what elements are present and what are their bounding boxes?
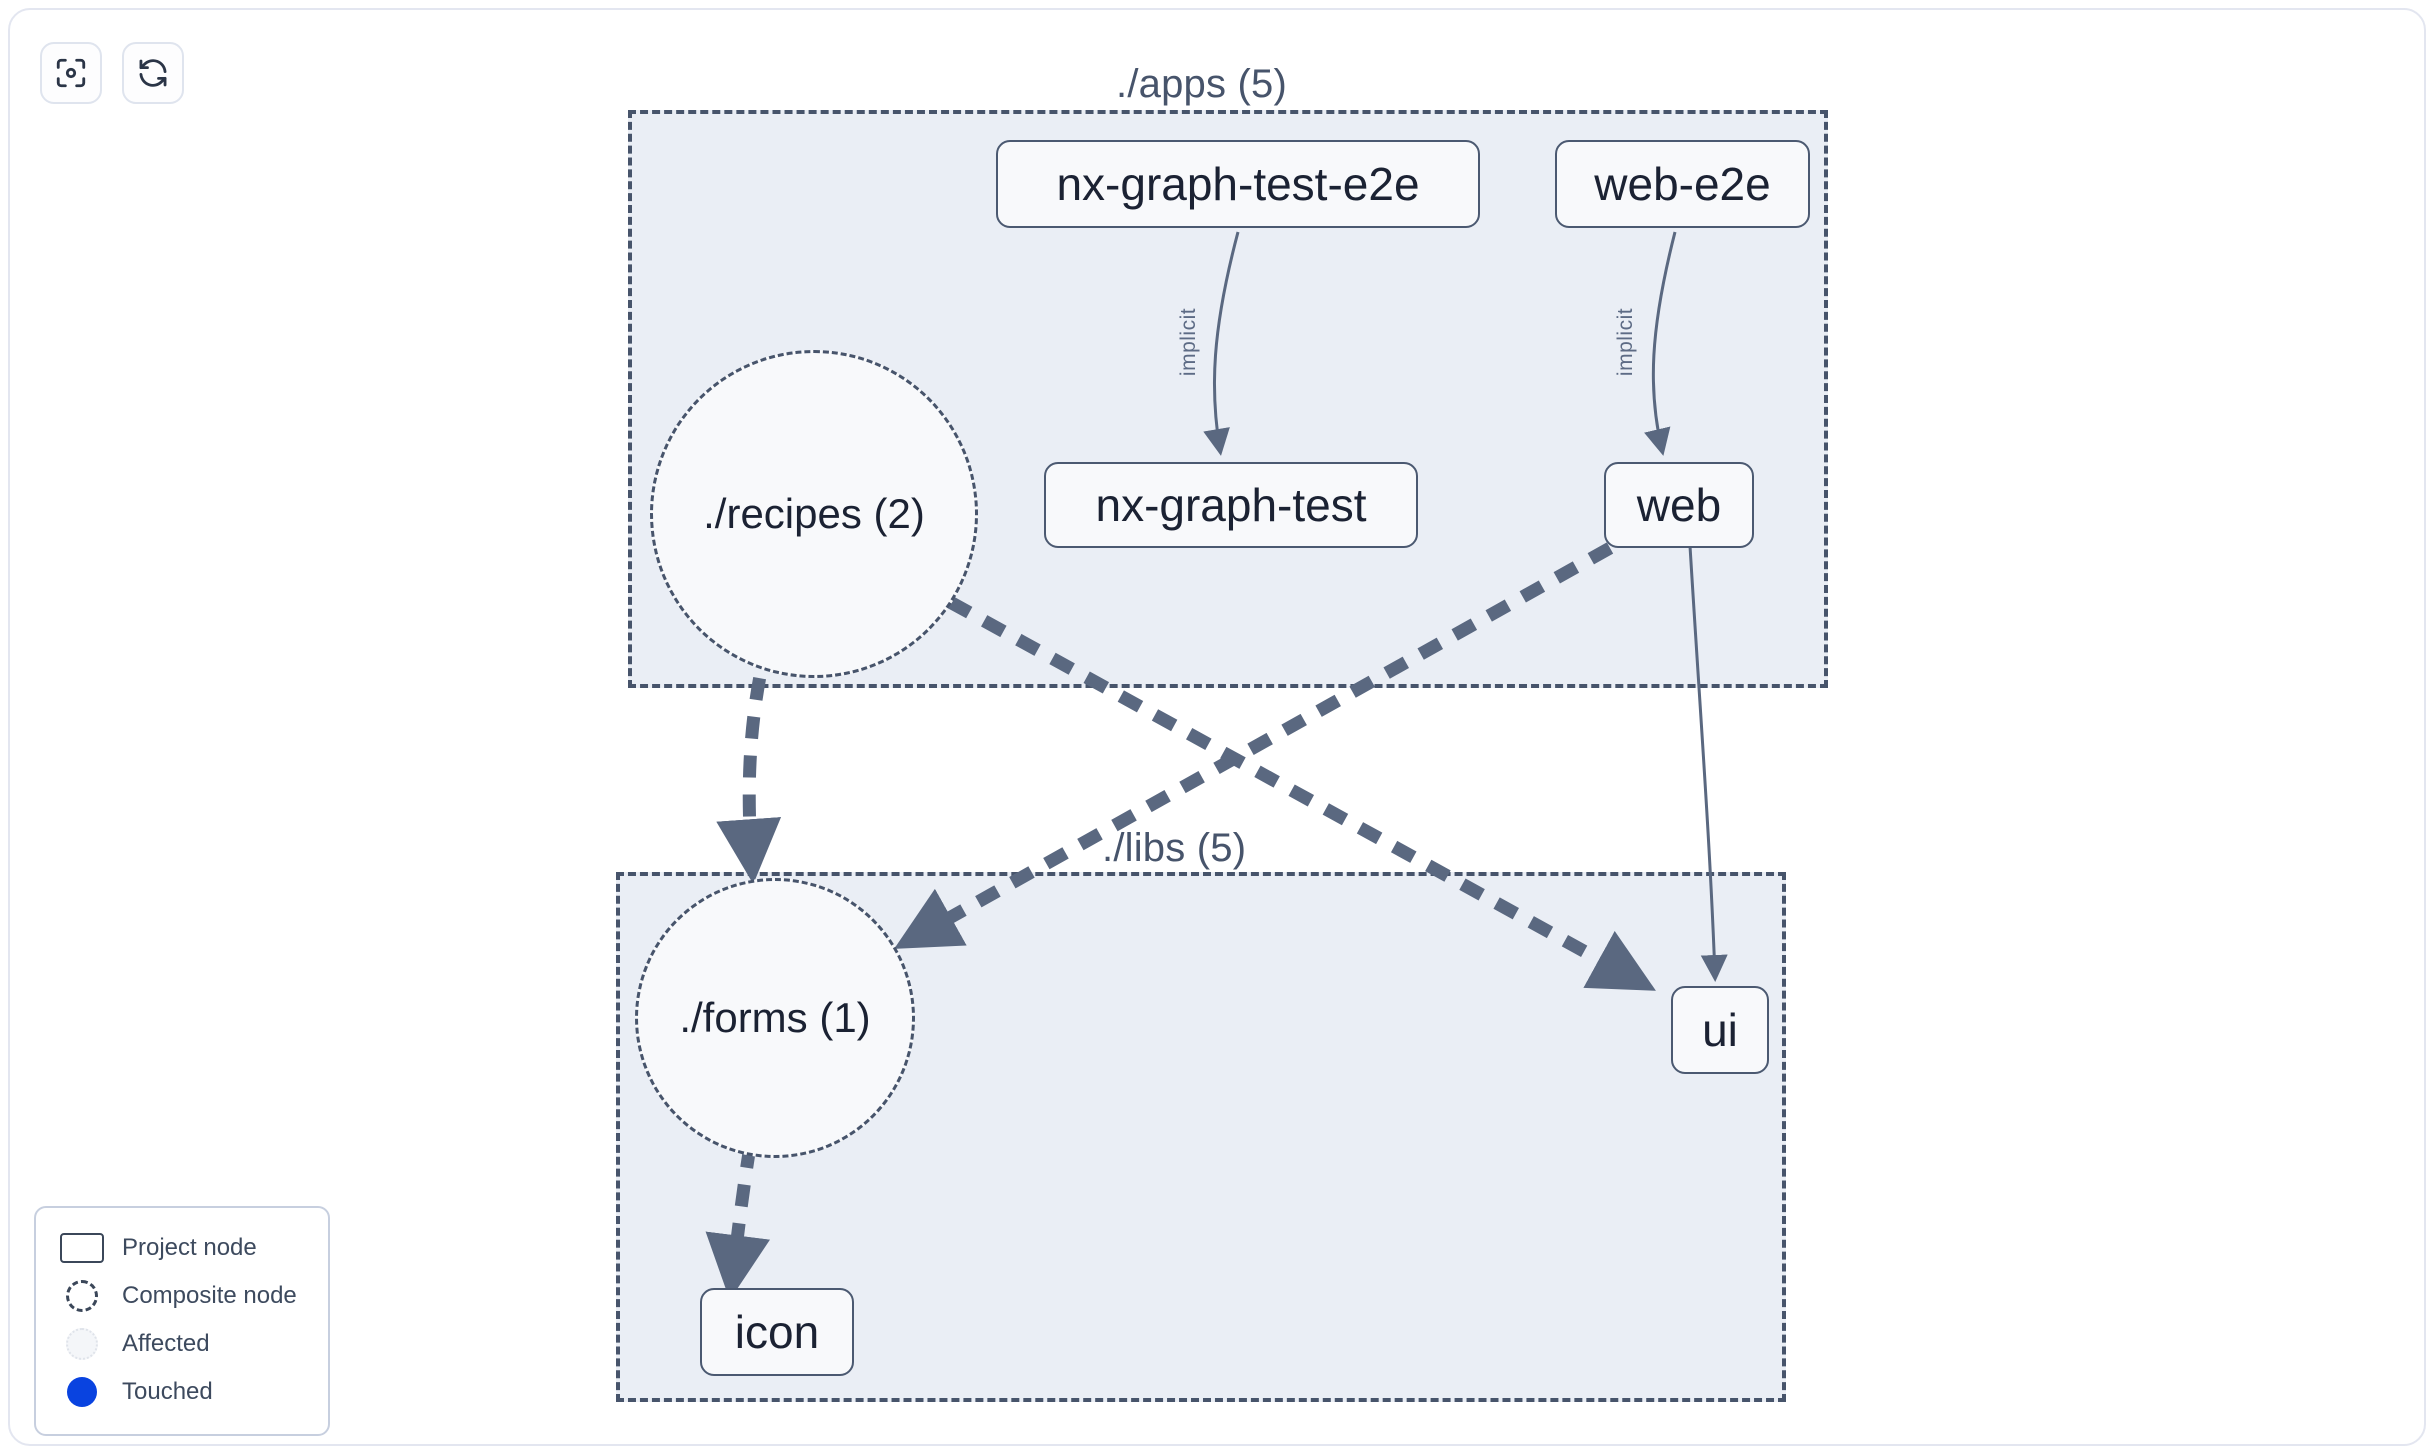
node-forms[interactable]: ./forms (1) bbox=[635, 878, 915, 1158]
graph-toolbar bbox=[40, 42, 184, 104]
node-web-e2e[interactable]: web-e2e bbox=[1555, 140, 1810, 228]
node-nx-graph-test-e2e[interactable]: nx-graph-test-e2e bbox=[996, 140, 1480, 228]
legend-item-touched: Touched bbox=[58, 1368, 310, 1416]
node-ui[interactable]: ui bbox=[1671, 986, 1769, 1074]
composite-node-swatch bbox=[58, 1280, 106, 1312]
affected-swatch bbox=[58, 1328, 106, 1360]
edge-label-implicit-2: implicit bbox=[1614, 307, 1638, 377]
node-label: icon bbox=[734, 1306, 820, 1358]
refresh-graph-button[interactable] bbox=[122, 42, 184, 104]
legend-label: Touched bbox=[122, 1378, 213, 1405]
graph-canvas[interactable]: ./apps (5) ./libs (5) bbox=[10, 10, 2424, 1444]
legend-label: Project node bbox=[122, 1234, 257, 1261]
touched-swatch bbox=[58, 1377, 106, 1407]
edge-label-implicit-1: implicit bbox=[1177, 307, 1201, 377]
focus-graph-button[interactable] bbox=[40, 42, 102, 104]
refresh-icon bbox=[136, 56, 170, 90]
group-label-libs: ./libs (5) bbox=[1102, 826, 1247, 870]
node-label: ./forms (1) bbox=[679, 994, 871, 1041]
node-label: web bbox=[1636, 479, 1722, 531]
focus-target-icon bbox=[54, 56, 88, 90]
node-recipes[interactable]: ./recipes (2) bbox=[650, 350, 978, 678]
node-label: nx-graph-test-e2e bbox=[1056, 158, 1420, 210]
graph-legend: Project node Composite node Affected Tou… bbox=[34, 1206, 330, 1436]
node-nx-graph-test[interactable]: nx-graph-test bbox=[1044, 462, 1418, 548]
legend-item-affected: Affected bbox=[58, 1320, 310, 1368]
legend-item-composite-node: Composite node bbox=[58, 1272, 310, 1320]
node-label: ./recipes (2) bbox=[703, 490, 925, 537]
node-label: web-e2e bbox=[1594, 158, 1771, 210]
project-node-swatch bbox=[58, 1233, 106, 1263]
node-label: nx-graph-test bbox=[1095, 479, 1367, 531]
legend-label: Composite node bbox=[122, 1282, 297, 1309]
legend-item-project-node: Project node bbox=[58, 1224, 310, 1272]
node-web[interactable]: web bbox=[1604, 462, 1754, 548]
node-label: ui bbox=[1702, 1004, 1738, 1056]
legend-label: Affected bbox=[122, 1330, 210, 1357]
group-label-apps: ./apps (5) bbox=[1116, 62, 1287, 106]
graph-card: ./apps (5) ./libs (5) bbox=[8, 8, 2426, 1446]
node-icon[interactable]: icon bbox=[700, 1288, 854, 1376]
